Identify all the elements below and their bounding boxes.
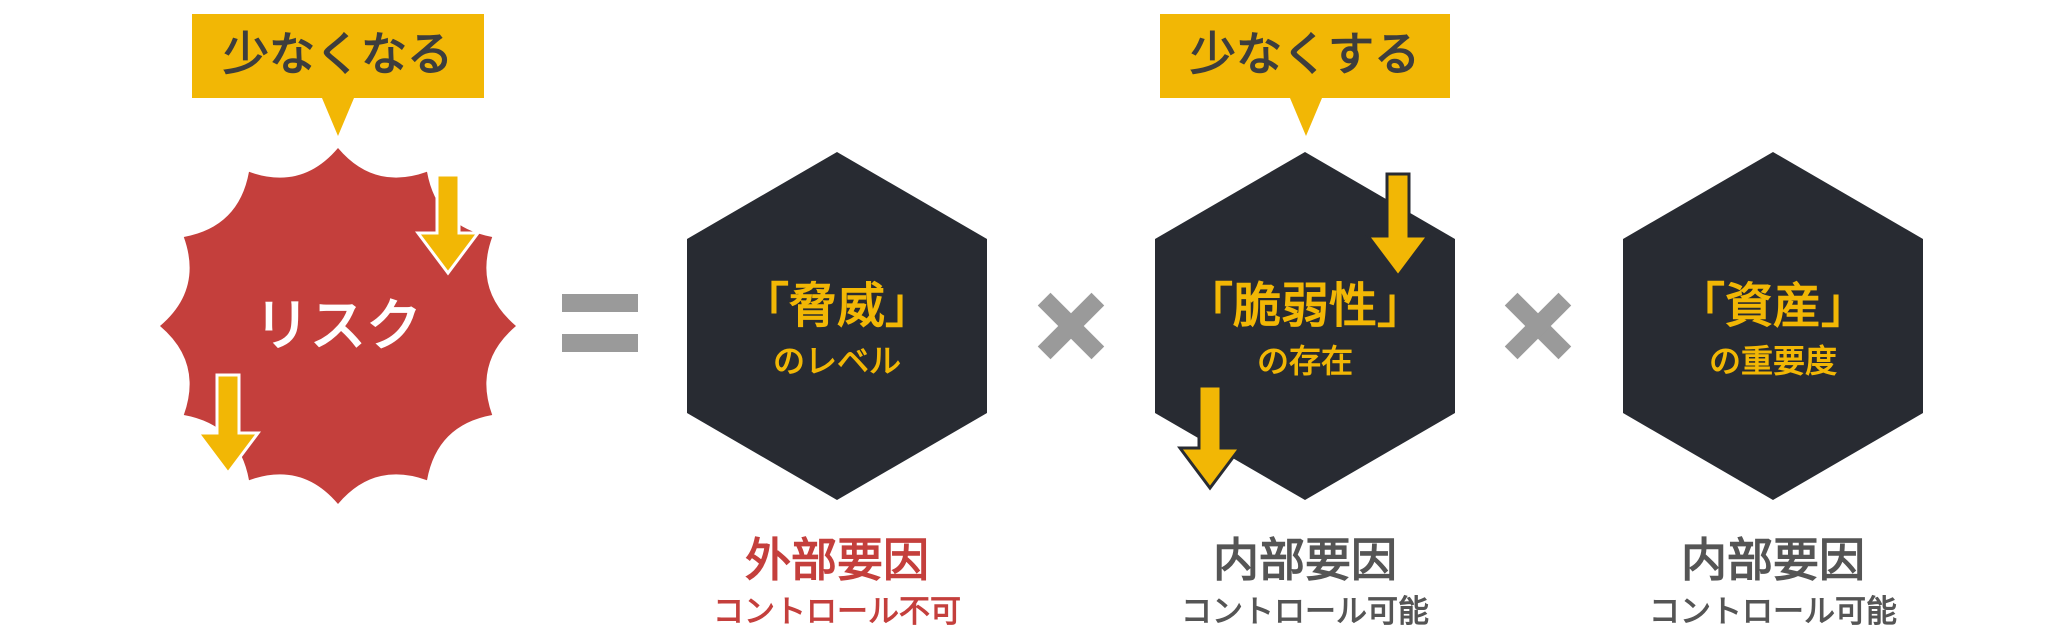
factor-vulnerability: 「脆弱性」 の存在 内部要因 コントロール可能 [1155,152,1455,630]
callout-reduce-result: 少なくなる [192,14,484,136]
risk-burst: リスク [160,148,516,504]
factor-category: 外部要因 [745,533,929,587]
factor-control: コントロール可能 [1181,594,1429,630]
factor-title: 「脅威」 [741,278,933,334]
factor-category: 内部要因 [1213,533,1397,587]
factor-subtitle: の存在 [1257,342,1353,380]
factor-threat: 「脅威」 のレベル 外部要因 コントロール不可 [687,152,987,630]
factor-subtitle: のレベル [773,342,901,380]
factor-subtitle: の重要度 [1709,342,1837,380]
callout-text: 少なくする [1190,27,1420,81]
factor-title: 「脆弱性」 [1185,278,1425,334]
callout-text: 少なくなる [223,27,453,81]
equals-sign [562,294,638,352]
callout-bubble [192,14,484,136]
down-arrow-icon [1177,384,1243,491]
factor-title: 「資産」 [1677,278,1869,334]
down-arrow-icon [195,373,261,476]
factor-control: コントロール可能 [1649,594,1897,630]
risk-label: リスク [254,294,422,359]
hexagon [1623,152,1923,500]
multiply-sign [1037,292,1105,360]
callout-reduce-action: 少なくする [1160,14,1450,136]
multiply-sign [1504,292,1572,360]
down-arrow-icon [1365,172,1431,279]
down-arrow-icon [415,173,481,276]
factor-asset: 「資産」 の重要度 内部要因 コントロール可能 [1623,152,1923,630]
hexagon [687,152,987,500]
factor-control: コントロール不可 [713,594,961,630]
factor-category: 内部要因 [1681,533,1865,587]
callout-bubble [1160,14,1450,136]
